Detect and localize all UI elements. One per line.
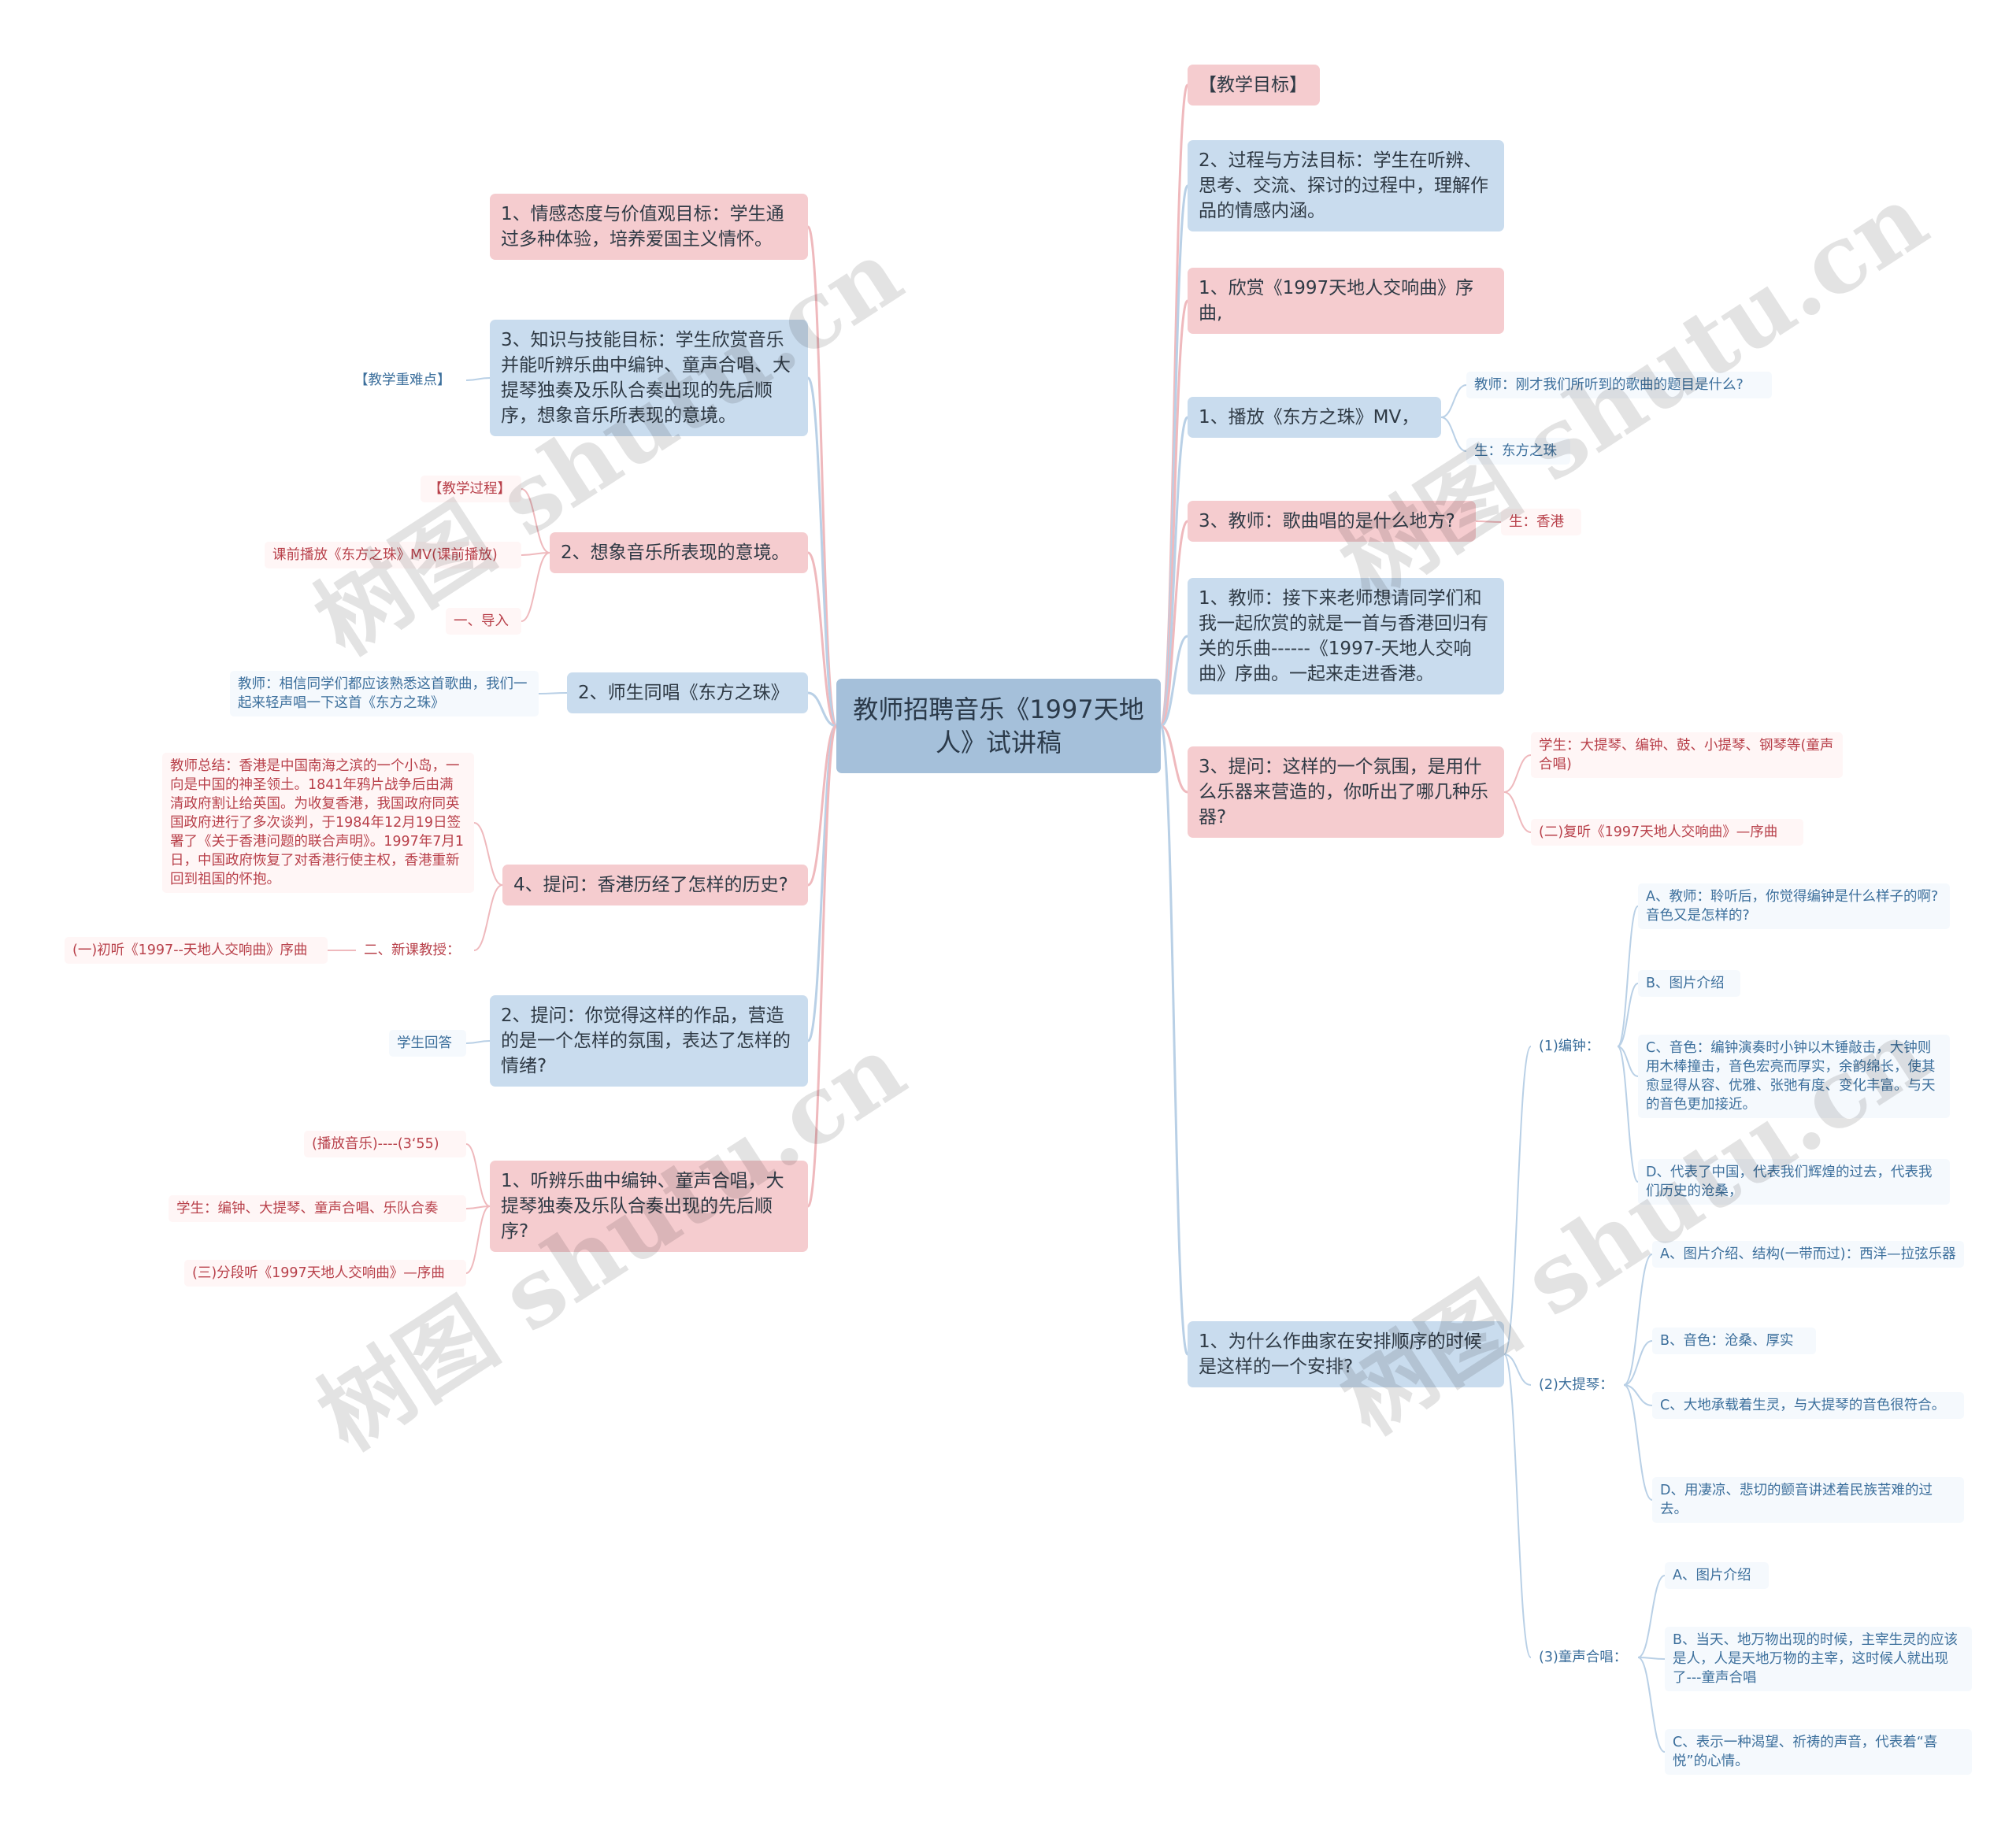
- connector-line: [807, 724, 837, 887]
- connector-line: [465, 1205, 491, 1274]
- connector-line: [538, 692, 568, 694]
- connector-line: [1475, 520, 1502, 523]
- connector-line: [806, 376, 838, 728]
- connector-line: [521, 552, 550, 622]
- leaf-cello-c[interactable]: C、大地承载着生灵，与大提琴的音色很符合。: [1652, 1392, 1964, 1419]
- connector-line: [1617, 1046, 1639, 1077]
- connector-line: [1503, 1354, 1532, 1386]
- left-node-hk-history-question[interactable]: 4、提问：香港历经了怎样的历史?: [502, 865, 808, 905]
- connector-line: [473, 884, 503, 951]
- leaf-first-listen[interactable]: (一)初听《1997--天地人交响曲》序曲: [65, 937, 328, 964]
- connector-line: [806, 551, 838, 728]
- leaf-teacher-sing-prompt[interactable]: 教师：相信同学们都应该熟悉这首歌曲，我们一起来轻声唱一下这首《东方之珠》: [230, 671, 539, 717]
- right-node-process-goal[interactable]: 2、过程与方法目标：学生在听辨、思考、交流、探讨的过程中，理解作品的情感内涵。: [1188, 140, 1504, 231]
- right-node-song-place[interactable]: 3、教师：歌曲唱的是什么地方?: [1188, 501, 1476, 542]
- leaf-choir-b[interactable]: B、当天、地万物出现的时候，主宰生灵的应该是人，人是天地万物的主宰，这时候人就出…: [1665, 1627, 1972, 1691]
- leaf-cello-a[interactable]: A、图片介绍、结构(一带而过)：西洋—拉弦乐器: [1652, 1241, 1964, 1268]
- connector-line: [1623, 1384, 1653, 1406]
- connector-line: [1159, 520, 1189, 728]
- leaf-second-listen[interactable]: (二)复听《1997天地人交响曲》—序曲: [1531, 819, 1803, 846]
- left-node-atmosphere-question[interactable]: 2、提问：你觉得这样的作品，营造的是一个怎样的氛围，表达了怎样的情绪?: [490, 995, 808, 1087]
- connector-line: [1159, 184, 1189, 728]
- leaf-introduction[interactable]: 一、导入: [446, 608, 521, 635]
- leaf-teacher-song-title[interactable]: 教师：刚才我们所听到的歌曲的题目是什么?: [1466, 372, 1772, 398]
- leaf-teacher-summary[interactable]: 教师总结：香港是中国南海之滨的一个小岛，一向是中国的神圣领土。1841年鸦片战争…: [162, 753, 474, 893]
- connector-line: [1440, 417, 1467, 452]
- connector-line: [1617, 905, 1639, 1047]
- connector-line: [1159, 724, 1189, 1356]
- group-cello[interactable]: (2)大提琴：: [1539, 1377, 1614, 1393]
- connector-line: [465, 1205, 491, 1209]
- right-node-teaching-goal[interactable]: 【教学目标】: [1188, 65, 1320, 106]
- leaf-choir-c[interactable]: C、表示一种渴望、祈祷的声音，代表着“喜悦”的心情。: [1665, 1729, 1972, 1775]
- root-node[interactable]: 教师招聘音乐《1997天地人》试讲稿: [836, 679, 1161, 773]
- right-node-appreciate-overture[interactable]: 1、欣赏《1997天地人交响曲》序曲,: [1188, 268, 1504, 334]
- leaf-cello-d[interactable]: D、用凄凉、悲切的颤音讲述着民族苦难的过去。: [1652, 1477, 1964, 1523]
- leaf-student-hk[interactable]: 生：香港: [1501, 509, 1581, 535]
- leaf-student-answer[interactable]: 学生回答: [389, 1030, 466, 1057]
- connector-line: [1503, 754, 1532, 793]
- connector-line: [465, 1040, 491, 1044]
- leaf-new-lesson[interactable]: 二、新课教授：: [364, 942, 461, 958]
- connector-line: [1617, 1046, 1639, 1183]
- connector-line: [1503, 791, 1532, 833]
- leaf-student-instrument-list[interactable]: 学生：大提琴、编钟、鼓、小提琴、钢琴等(童声合唱): [1531, 732, 1843, 778]
- left-node-imagine-mood[interactable]: 2、想象音乐所表现的意境。: [550, 532, 808, 573]
- connector-line: [1623, 1384, 1653, 1501]
- connector-line: [465, 1143, 491, 1207]
- connector-line: [807, 691, 837, 728]
- group-children-choir[interactable]: (3)童声合唱：: [1539, 1650, 1628, 1665]
- connector-line: [1623, 1254, 1653, 1386]
- connector-line: [1637, 1657, 1666, 1660]
- connector-line: [1637, 1575, 1666, 1658]
- right-node-order-reason[interactable]: 1、为什么作曲家在安排顺序的时候是这样的一个安排?: [1188, 1321, 1504, 1387]
- leaf-bianzhong-c[interactable]: C、音色：编钟演奏时小钟以木锤敲击，大钟则用木棒撞击，音色宏亮而厚实，余韵绵长，…: [1638, 1035, 1950, 1118]
- leaf-pre-class-mv[interactable]: 课前播放《东方之珠》MV(课前播放): [265, 542, 521, 568]
- connector-line: [521, 488, 550, 554]
- connector-line: [1160, 635, 1188, 728]
- right-node-play-mv[interactable]: 1、播放《东方之珠》MV，: [1188, 397, 1441, 438]
- leaf-key-points[interactable]: 【教学重难点】: [354, 372, 451, 388]
- connector-line: [806, 724, 838, 1208]
- leaf-cello-b[interactable]: B、音色：沧桑、厚实: [1652, 1328, 1816, 1354]
- right-node-instrument-question[interactable]: 3、提问：这样的一个氛围，是用什么乐器来营造的，你听出了哪几种乐器?: [1188, 746, 1504, 838]
- connector-line: [1503, 1354, 1532, 1658]
- connector-line: [1617, 983, 1639, 1047]
- right-node-teacher-intro-piece[interactable]: 1、教师：接下来老师想请同学们和我一起欣赏的就是一首与香港回归有关的乐曲----…: [1188, 578, 1504, 694]
- connector-line: [1637, 1657, 1666, 1753]
- leaf-segment-listen[interactable]: (三)分段听《1997天地人交响曲》—序曲: [184, 1260, 466, 1287]
- left-node-listen-order[interactable]: 1、听辨乐曲中编钟、童声合唱，大提琴独奏及乐队合奏出现的先后顺序?: [490, 1161, 808, 1252]
- left-node-sing-together[interactable]: 2、师生同唱《东方之珠》: [567, 672, 808, 713]
- leaf-choir-a[interactable]: A、图片介绍: [1665, 1562, 1769, 1589]
- leaf-teaching-process[interactable]: 【教学过程】: [421, 476, 521, 502]
- connector-line: [1440, 384, 1467, 418]
- connector-line: [465, 377, 491, 381]
- leaf-student-instruments[interactable]: 学生：编钟、大提琴、童声合唱、乐队合奏: [169, 1195, 466, 1222]
- connector-line: [1503, 1046, 1532, 1355]
- leaf-student-pearl[interactable]: 生：东方之珠: [1466, 438, 1570, 465]
- group-bianzhong[interactable]: (1)编钟：: [1539, 1039, 1600, 1054]
- connector-line: [473, 822, 503, 886]
- leaf-bianzhong-b[interactable]: B、图片介绍: [1638, 970, 1740, 997]
- connector-line: [521, 552, 550, 556]
- leaf-bianzhong-a[interactable]: A、教师：聆听后，你觉得编钟是什么样子的啊?音色又是怎样的?: [1638, 883, 1950, 929]
- leaf-play-music[interactable]: (播放音乐)----(3‘55): [304, 1131, 466, 1157]
- connector-line: [1623, 1340, 1653, 1386]
- left-node-emotion-goal[interactable]: 1、情感态度与价值观目标：学生通过多种体验，培养爱国主义情怀。: [490, 194, 808, 260]
- left-node-knowledge-goal[interactable]: 3、知识与技能目标：学生欣赏音乐并能听辨乐曲中编钟、童声合唱、大提琴独奏及乐队合…: [490, 320, 808, 436]
- leaf-bianzhong-d[interactable]: D、代表了中国，代表我们辉煌的过去，代表我们历史的沧桑，: [1638, 1159, 1950, 1205]
- connector-line: [1160, 724, 1188, 794]
